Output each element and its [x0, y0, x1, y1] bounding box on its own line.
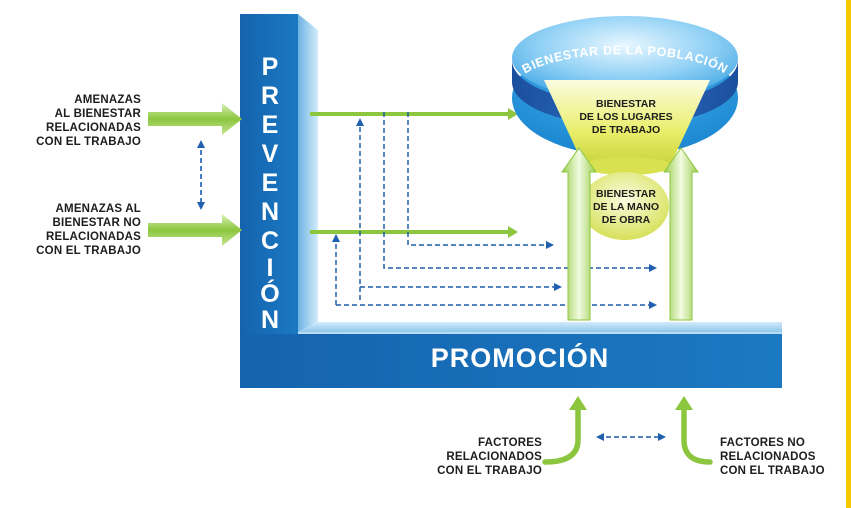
work-factors-arrow: [542, 407, 581, 465]
dash-path-2: [383, 112, 657, 272]
accent-side-bar: [846, 0, 851, 508]
left-input-arrows: [148, 103, 242, 246]
prevencion-bar: [240, 14, 298, 388]
prevencion-letter-4: V: [261, 140, 279, 168]
bottom-input-arrows: [542, 407, 713, 465]
non-work-factors-label: FACTORES NO RELACIONADOS CON EL TRABAJO: [720, 437, 825, 477]
workplaces-label: BIENESTAR DE LOS LUGARES DE TRABAJO: [579, 98, 673, 136]
prevencion-inner-face: [298, 14, 318, 332]
dashed-feedback-arrows: [332, 112, 657, 309]
non-work-factors-arrow: [681, 407, 713, 465]
non-work-threats-arrow: [148, 214, 242, 246]
promocion-bar: [240, 334, 782, 388]
l-frame: [240, 14, 782, 388]
prevencion-letter-3: E: [261, 111, 279, 139]
prevention-outputs: [310, 108, 518, 238]
non-work-threats-label: AMENAZAS AL BIENESTAR NO RELACIONADAS CO…: [36, 203, 141, 257]
prevencion-letter-8: I: [266, 254, 274, 282]
lower-green-arrow: [310, 226, 518, 238]
prevencion-letter-5: E: [261, 169, 279, 197]
workforce-ball: [581, 172, 669, 240]
non-work-factors-arrowhead: [675, 396, 693, 410]
left-pillar: [561, 147, 597, 321]
tank-top: [512, 16, 738, 100]
prevencion-letter-1: P: [261, 53, 279, 81]
dash-path-1: [407, 112, 554, 249]
prevencion-letter-7: C: [260, 227, 280, 255]
prevencion-letter-6: N: [260, 198, 280, 226]
funnel-neck: [583, 157, 671, 175]
workforce-label: BIENESTAR DE LA MANO DE OBRA: [592, 188, 660, 226]
prevencion-letter-9: Ó: [260, 280, 280, 308]
work-factors-arrowhead: [569, 396, 587, 410]
prevencion-letter-10: N: [260, 306, 280, 334]
workplaces-funnel: [544, 80, 710, 166]
floor-face: [298, 322, 782, 332]
upper-green-arrow: [310, 108, 518, 120]
funnel-group: [544, 80, 710, 240]
work-factors-label: FACTORES RELACIONADOS CON EL TRABAJO: [437, 437, 542, 477]
promocion-title: PROMOCIÓN: [430, 343, 610, 373]
work-threats-label: AMENAZAS AL BIENESTAR RELACIONADAS CON E…: [36, 94, 141, 148]
pillars: [561, 147, 699, 321]
prevencion-letter-2: R: [260, 82, 280, 110]
work-threats-arrow: [148, 103, 242, 135]
right-pillar: [663, 147, 699, 321]
